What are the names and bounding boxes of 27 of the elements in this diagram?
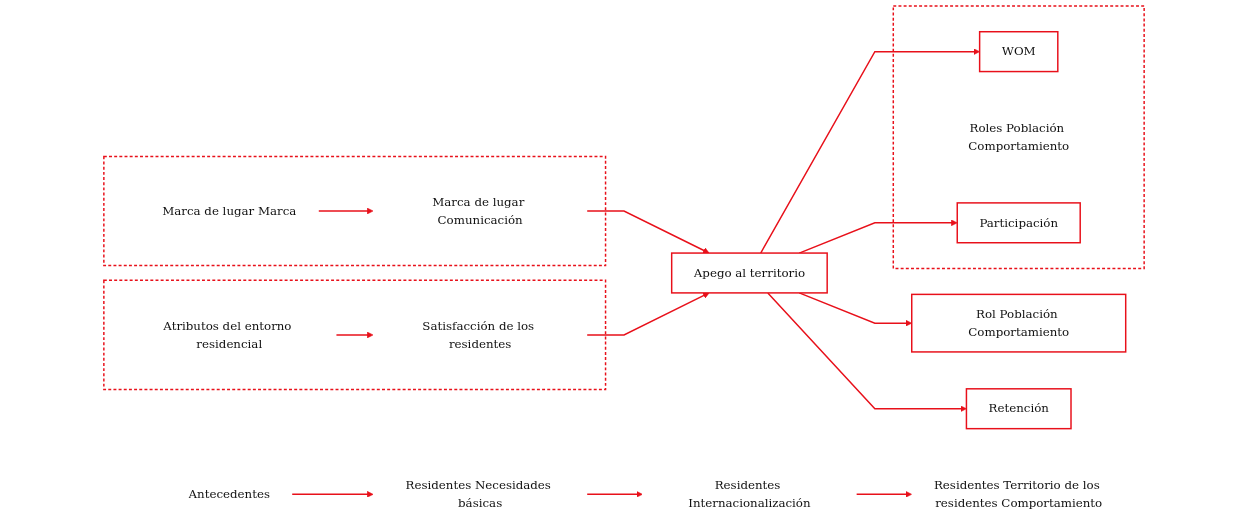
arrow [291, 491, 374, 498]
node-text: Residentes Internacionalización [688, 478, 811, 510]
node-box: Rol Población Comportamiento [911, 293, 1127, 353]
arrow [317, 207, 374, 215]
node-text: Marca de lugar Marca [162, 203, 297, 218]
node-text: Roles Población Comportamiento [968, 121, 1070, 153]
node-box: Retención [965, 388, 1072, 430]
node-text: Marca de lugar Comunicación [432, 194, 525, 227]
node-box: Apego al territorio [670, 252, 828, 294]
node-box: WOM [978, 31, 1059, 73]
arrow [798, 219, 958, 254]
node-text: Atributos del entorno residencial [163, 318, 292, 351]
arrow [586, 292, 710, 336]
node-box: Participación [956, 202, 1081, 244]
node-text: Residentes Territorio de los residentes Comportamiento [933, 478, 1103, 510]
arrow [759, 48, 980, 254]
arrow [335, 331, 374, 339]
arrow [586, 491, 643, 498]
cluster [892, 5, 1145, 270]
cluster [103, 279, 607, 391]
arrow [586, 210, 710, 254]
node-text: Satisfacción de los residentes [422, 318, 535, 351]
node-text: Antecedentes [188, 486, 270, 501]
arrow [767, 292, 967, 412]
arrow [855, 491, 913, 498]
node-text: Residentes Necesidades básicas [405, 478, 551, 510]
cluster [103, 155, 607, 267]
